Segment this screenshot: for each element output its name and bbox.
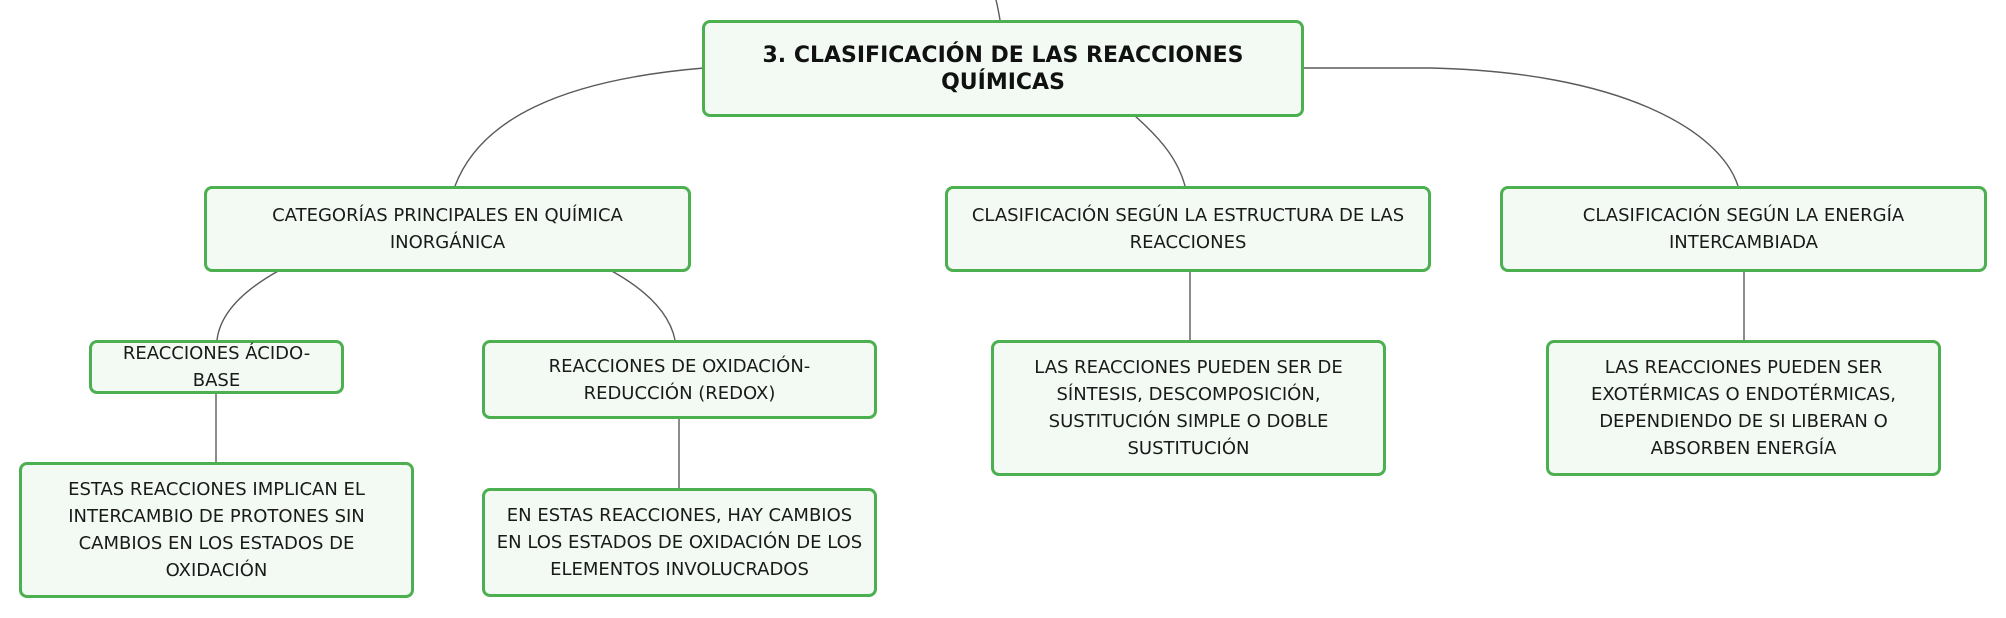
node-estructura[interactable]: CLASIFICACIÓN SEGÚN LA ESTRUCTURA DE LAS…	[945, 186, 1431, 272]
node-categorias-inorganica[interactable]: CATEGORÍAS PRINCIPALES EN QUÍMICA INORGÁ…	[204, 186, 691, 272]
node-energia[interactable]: CLASIFICACIÓN SEGÚN LA ENERGÍA INTERCAMB…	[1500, 186, 1987, 272]
node-estructura-detail[interactable]: LAS REACCIONES PUEDEN SER DE SÍNTESIS, D…	[991, 340, 1386, 476]
root-node[interactable]: 3. CLASIFICACIÓN DE LAS REACCIONES QUÍMI…	[702, 20, 1304, 117]
connector-inorganica-to-acido-base	[216, 269, 281, 341]
node-acido-base-detail[interactable]: ESTAS REACCIONES IMPLICAN EL INTERCAMBIO…	[19, 462, 414, 598]
node-redox-detail[interactable]: EN ESTAS REACCIONES, HAY CAMBIOS EN LOS …	[482, 488, 877, 597]
connector-inorganica-to-redox	[609, 269, 676, 341]
connector-from-parent	[995, 0, 1001, 21]
connector-root-to-energia	[1304, 67, 1739, 187]
connector-root-to-inorganica	[454, 67, 705, 187]
connector-root-to-estructura	[1134, 115, 1186, 187]
node-redox[interactable]: REACCIONES DE OXIDACIÓN-REDUCCIÓN (REDOX…	[482, 340, 877, 419]
node-acido-base[interactable]: REACCIONES ÁCIDO-BASE	[89, 340, 344, 394]
node-energia-detail[interactable]: LAS REACCIONES PUEDEN SER EXOTÉRMICAS O …	[1546, 340, 1941, 476]
